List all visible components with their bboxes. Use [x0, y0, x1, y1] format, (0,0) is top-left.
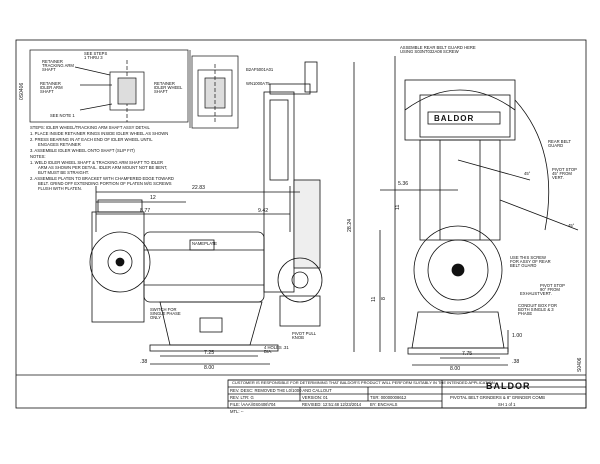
label-retainer-idler-wheel: RETAINER IDLER WHEEL SHAFT — [154, 81, 183, 95]
dim-1-00: 1.00 — [512, 333, 523, 339]
drawing-number-right: S0406 — [577, 357, 583, 372]
label-retainer-idler: RETAINER IDLER ARM SHAFT — [40, 81, 63, 95]
note-2: 2. ASSEMBLE PLATEN TO BRACKET WITH CHAMF… — [30, 176, 174, 181]
step-2b: ENGAGES RETAINER — [38, 142, 81, 147]
label-pivot-pull: PIVOT PULL KNOB — [292, 331, 316, 341]
dim-45-lower: 45° — [568, 223, 575, 228]
part-number-2: WN1000A75 — [246, 81, 270, 86]
dim-8-00-right: 8.00 — [450, 366, 461, 372]
label-switch: SWITCH FOR SINGLE PHASE ONLY — [150, 307, 181, 321]
dim-11-side: 11 — [395, 204, 401, 210]
side-view — [379, 56, 579, 366]
rev-ltr: REV. LTR: G — [230, 395, 254, 400]
steps-title: STEPS: IDLER WHEEL/TRACKING ARM SHAFT AS… — [30, 125, 150, 130]
label-retainer-tracking: RETAINER TRACKING ARM SHAFT — [42, 59, 74, 73]
label-nameplate: NAMEPLATE — [192, 241, 218, 246]
note-1c: BUT MUST BE STRAIGHT. — [38, 170, 90, 175]
notes-title: NOTES: — [30, 154, 46, 159]
dim-8-77: 8.77 — [140, 208, 151, 214]
disclaimer: CUSTOMER IS RESPONSIBLE FOR DETERMINING … — [232, 380, 496, 385]
file: FILE: \AAA\\0S0406\704 — [230, 402, 276, 407]
note-1: 1. WELD IDLER WHEEL SHAFT & TRACKING ARM… — [30, 160, 164, 165]
dim-28-24: 28.24 — [347, 219, 353, 232]
label-use-screw: USE THIS SCREW FOR ASSY OF REAR BELT GUA… — [510, 255, 551, 269]
step-1: 1. PLACE INSIDE RETAINER RINGS INSIDE ID… — [30, 131, 169, 136]
label-assemble-rear: ASSEMBLE REAR BELT GUARD HERE USING S03N… — [400, 45, 476, 55]
tsr: TSR: 00000008612 — [370, 395, 407, 400]
dim-45-upper: 45° — [524, 171, 531, 176]
front-view — [89, 61, 355, 365]
dim-38-left: .38 — [140, 359, 148, 365]
revised: REVISED: 12:51:48 12/23/2014 — [302, 402, 362, 407]
note-1b: ARM AS SHOWN PER DETAIL. IDLER ARM MOUNT… — [38, 165, 168, 170]
label-pivot-stop-90: PIVOT STOP 90° FROM VERT. — [540, 283, 565, 297]
label-see-steps: SEE STEPS 1 THRU 3 — [84, 51, 108, 61]
dim-5-36: 5.36 — [398, 181, 409, 187]
version: VERSION: 01 — [302, 395, 328, 400]
dim-9-42: 9.42 — [258, 208, 269, 214]
rev-desc: REV. DESC: REMOVED THE L0/1000 AND CALLO… — [230, 388, 332, 393]
label-pivot-stop-45: PIVOT STOP 45° FROM VERT. — [552, 167, 577, 181]
label-holes: 4 HOLES .31 DIA. — [264, 345, 289, 355]
note-2c: FLUSH WITH PLATEN. — [38, 186, 82, 191]
dim-7-75: 7.75 — [462, 351, 473, 357]
dim-8-00-left: 8.00 — [204, 365, 215, 371]
detail-box — [29, 49, 239, 129]
label-see-note: SEE NOTE 1 — [50, 113, 75, 118]
note-2b: BELT. GRIND OFF EXTENDING PORTION OF PLA… — [38, 181, 172, 186]
dim-8-side: 8 — [381, 297, 387, 300]
label-rear-guard: REAR BELT GUARD — [548, 139, 571, 149]
drawing-number-side: 0S0406 — [19, 82, 25, 100]
part-number-1: B2AF5001A01 — [246, 67, 274, 72]
drawing-title: PIVOTAL BELT GRINDERS & 8" GRINDER COMB — [450, 395, 545, 400]
label-exhaust: EXHAUST — [520, 291, 540, 296]
mtl: MTL: -- — [230, 409, 244, 414]
step-2: 2. PRESS BEARING IN AT EACH END OF IDLER… — [30, 137, 153, 142]
step-3: 3. ASSEMBLE IDLER WHEEL ONTO SHAFT (SLIP… — [30, 148, 135, 153]
baldor-logo: BALDOR — [486, 381, 531, 391]
label-conduit: CONDUIT BOX FOR BOTH SINGLE & 3 PHASE — [518, 303, 558, 317]
dim-22-83: 22.83 — [192, 185, 205, 191]
baldor-nameplate: BALDOR — [434, 114, 475, 123]
dim-7-25: 7.25 — [204, 350, 215, 356]
by: BY: ENCHALS — [370, 402, 398, 407]
dim-12: 12 — [150, 195, 156, 201]
dim-11-left: 11 — [371, 296, 377, 302]
sheet-number: SH 1 of 1 — [498, 402, 516, 407]
dim-38-right: .38 — [512, 359, 520, 365]
